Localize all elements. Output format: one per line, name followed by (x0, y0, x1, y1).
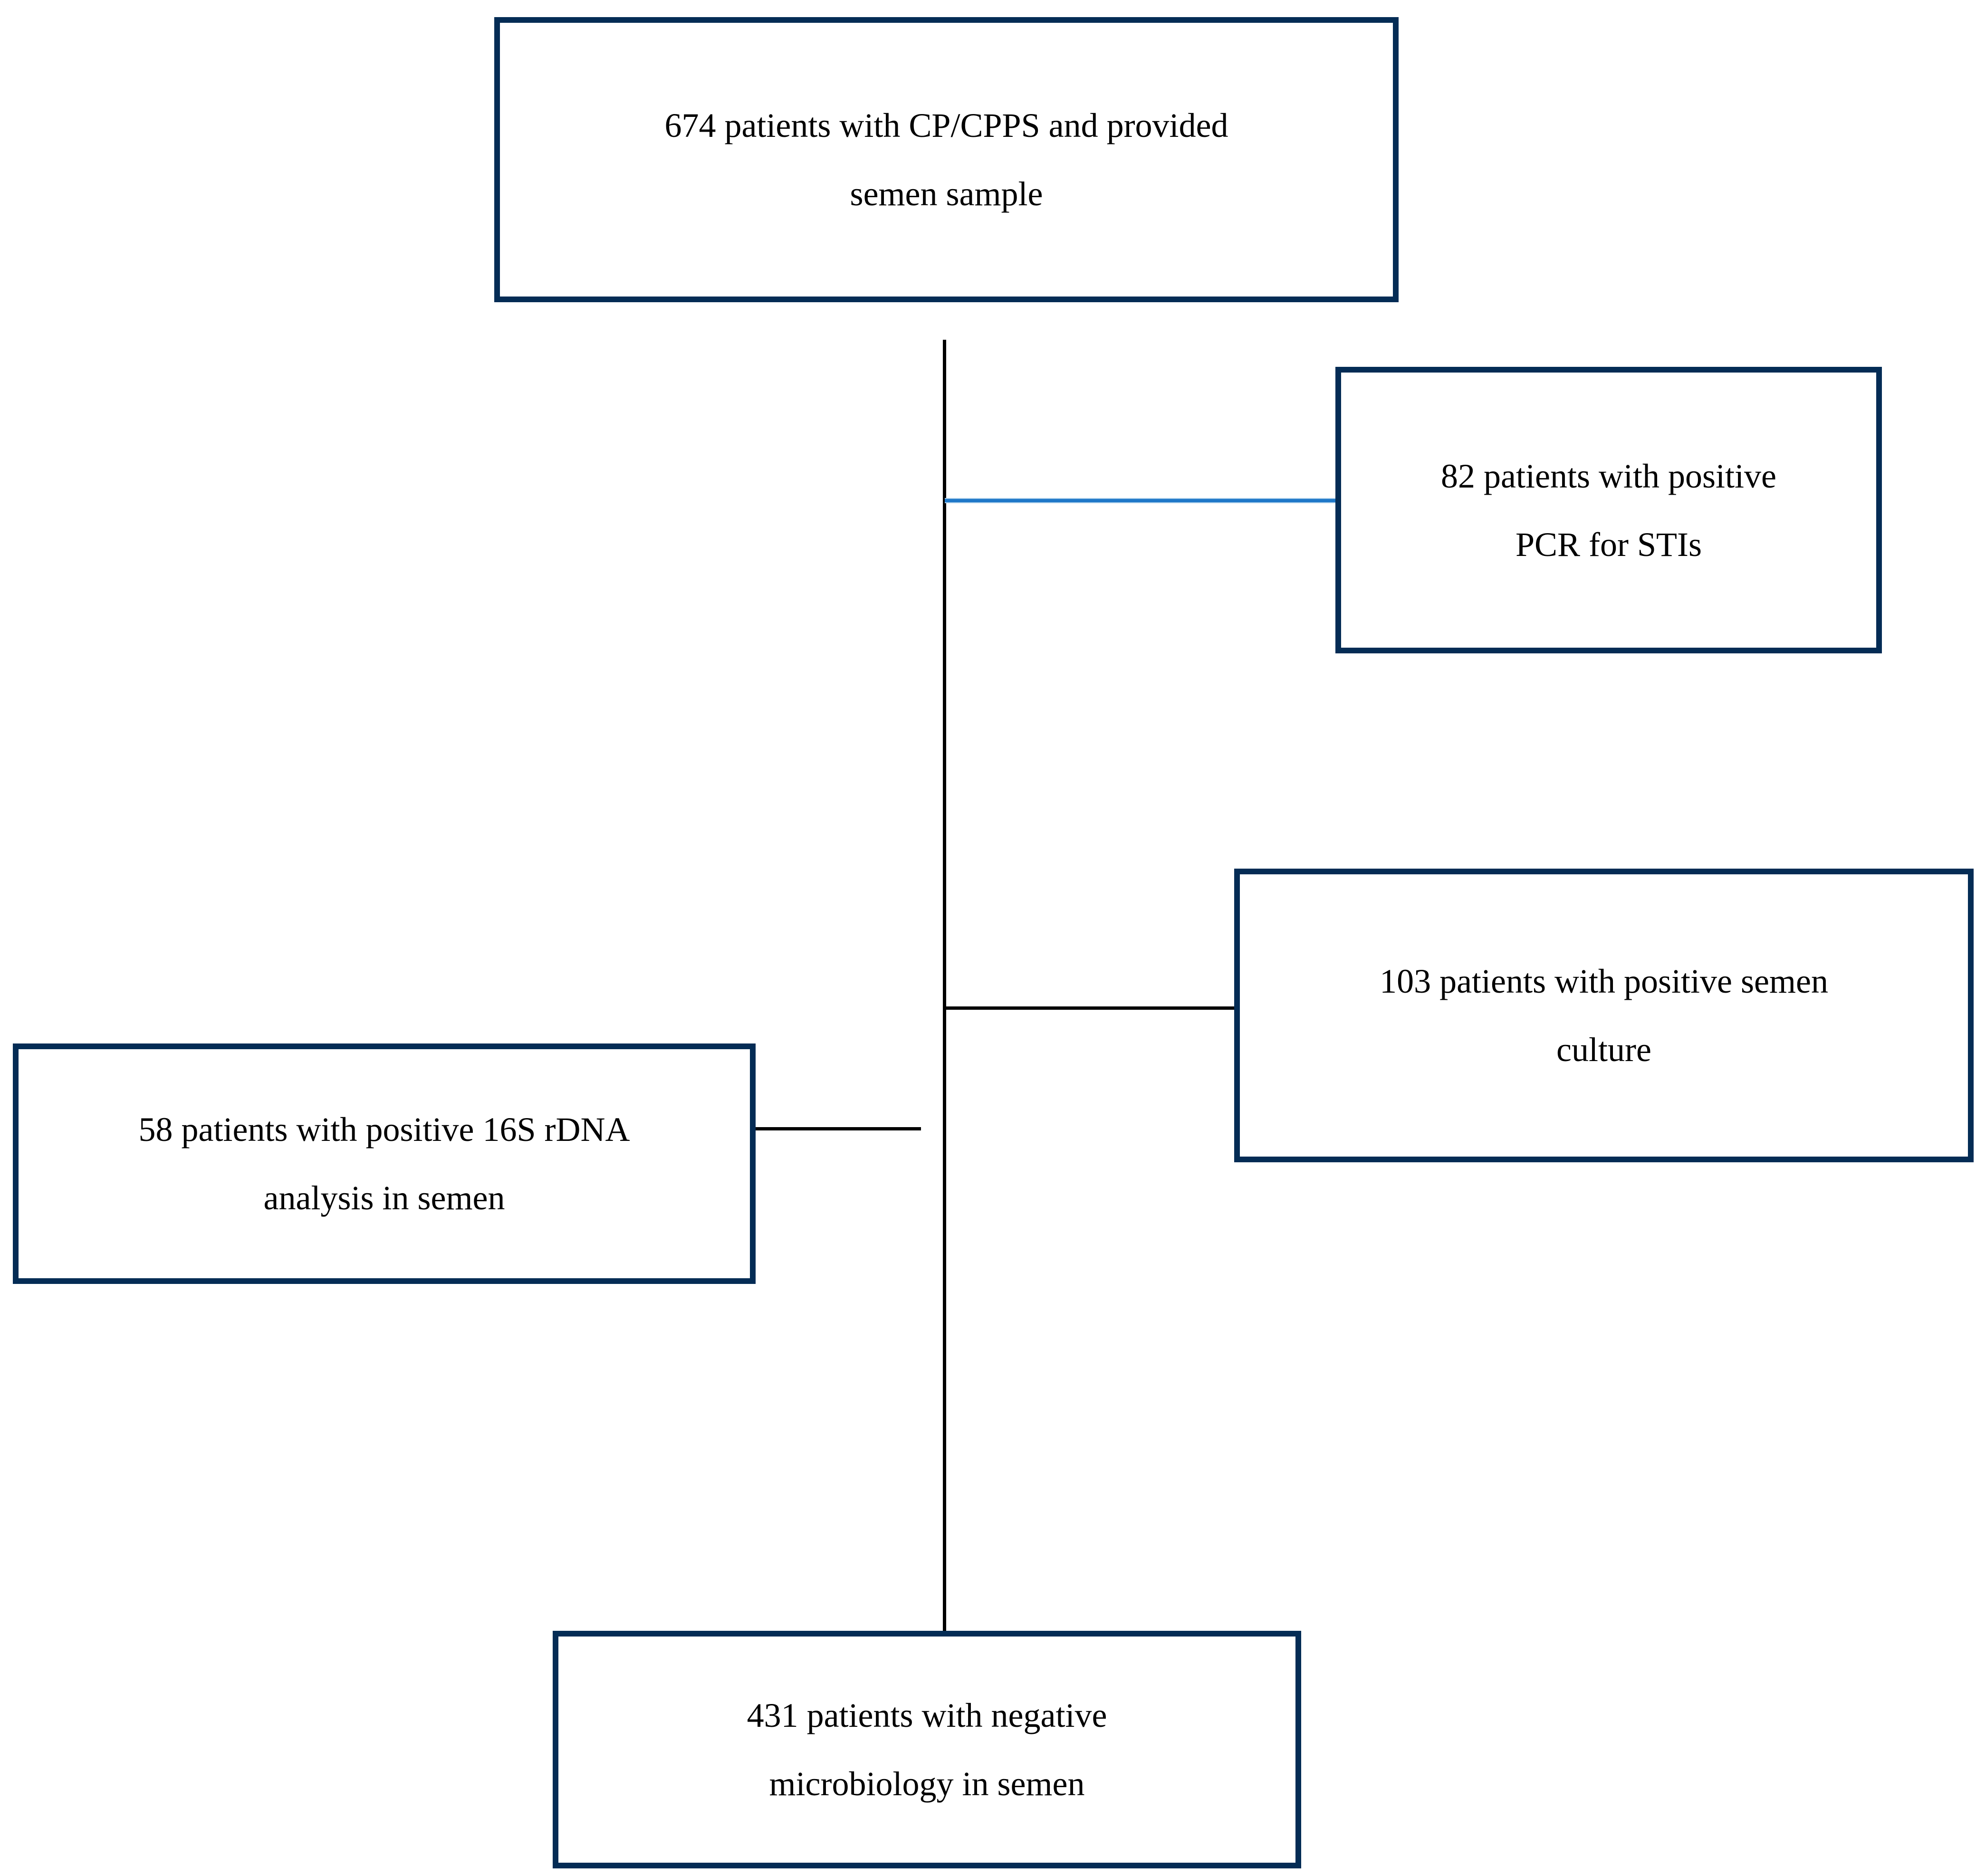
flow-box-total-patients-line2: semen sample (850, 175, 1043, 213)
flow-box-positive-pcr-sti-line2: PCR for STIs (1515, 525, 1702, 564)
flow-box-positive-16s-rdna-line1: 58 patients with positive 16S rDNA (138, 1110, 630, 1149)
flow-box-positive-pcr-sti: 82 patients with positive PCR for STIs (1335, 367, 1882, 653)
main-vertical-connector-line (943, 340, 946, 1631)
flow-box-positive-semen-culture: 103 patients with positive semen culture (1234, 869, 1974, 1162)
flow-box-negative-microbiology-line1: 431 patients with negative (747, 1696, 1107, 1734)
flow-box-positive-pcr-sti-line1: 82 patients with positive (1441, 457, 1776, 495)
flow-box-positive-16s-rdna-line2: analysis in semen (263, 1179, 505, 1217)
culture-branch-connector-line (945, 1006, 1234, 1010)
flow-box-positive-semen-culture-line1: 103 patients with positive semen (1380, 962, 1828, 1000)
flow-box-positive-semen-culture-line2: culture (1556, 1031, 1651, 1069)
flow-box-total-patients: 674 patients with CP/CPPS and provided s… (494, 17, 1399, 302)
flow-box-total-patients-line1: 674 patients with CP/CPPS and provided (664, 106, 1228, 144)
flow-box-negative-microbiology: 431 patients with negative microbiology … (553, 1631, 1301, 1868)
flow-box-negative-microbiology-line2: microbiology in semen (769, 1765, 1085, 1803)
flow-box-positive-16s-rdna: 58 patients with positive 16S rDNA analy… (13, 1043, 756, 1284)
pcr-branch-connector-line-blue (945, 499, 1335, 502)
rdna-branch-connector-line (756, 1127, 921, 1130)
